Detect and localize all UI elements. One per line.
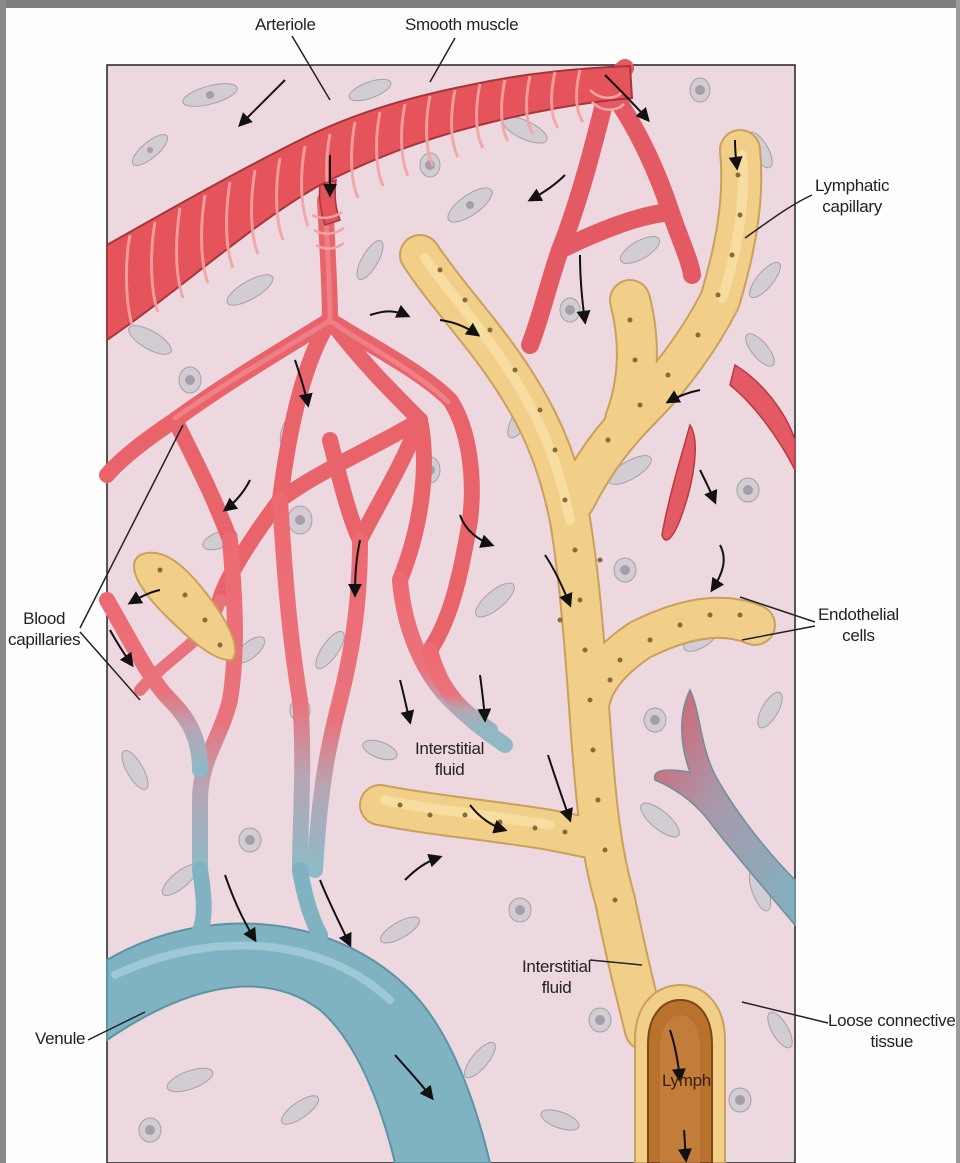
label-interstitial-fluid-lower: Interstitial fluid [522,956,591,998]
label-blood-capillaries: Blood capillaries [8,608,80,650]
label-loose-connective-tissue: Loose connective tissue [828,1010,956,1052]
label-interstitial-fluid-upper: Interstitial fluid [415,738,484,780]
label-lymphatic-capillary: Lymphatic capillary [815,175,889,217]
label-arteriole: Arteriole [255,14,316,35]
label-lymph: Lymph [662,1070,711,1091]
label-endothelial-cells: Endothelial cells [818,604,899,646]
label-venule: Venule [35,1028,85,1049]
label-smooth-muscle: Smooth muscle [405,14,518,35]
